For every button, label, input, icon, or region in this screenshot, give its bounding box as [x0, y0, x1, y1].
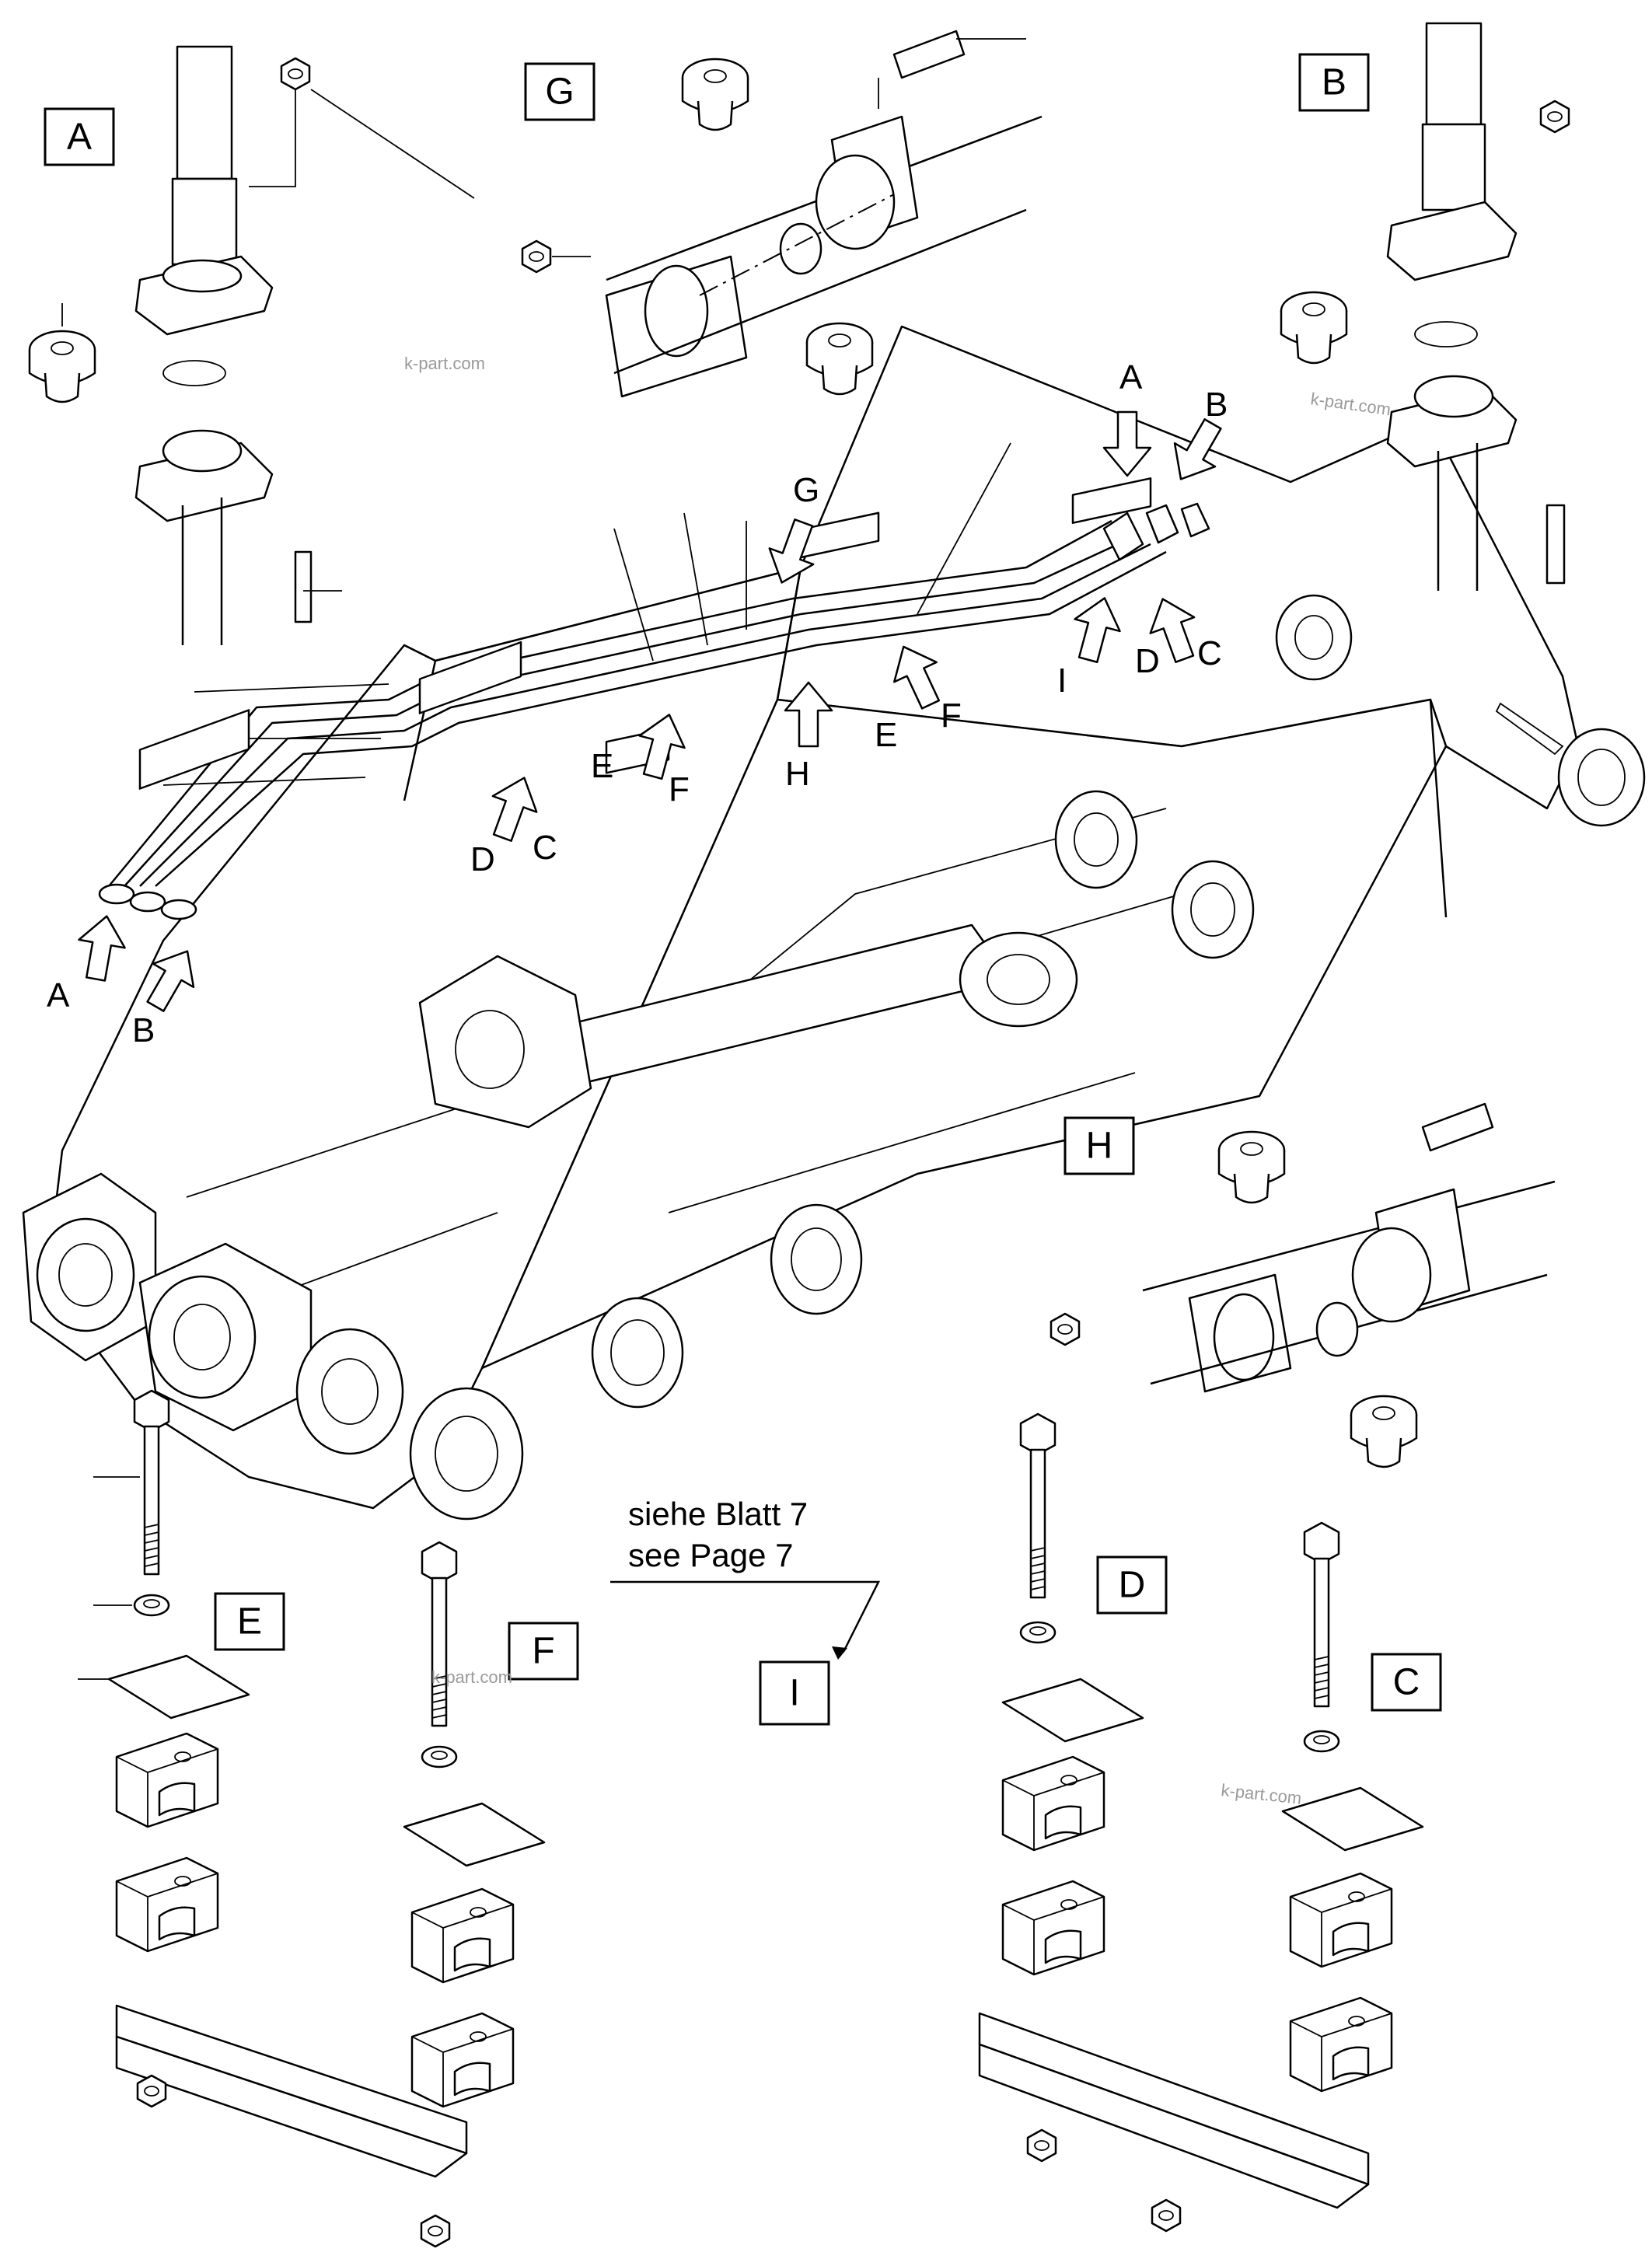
detail-f: F [403, 1541, 579, 2108]
detail-d: D [978, 1412, 1370, 2233]
detail-a: A [28, 45, 475, 645]
pointer-labels: A B G C D I E F H E F D C A B [47, 358, 1228, 1049]
pointer-e-mid: E [875, 716, 897, 754]
reference-note-line1: siehe Blatt 7 [628, 1496, 808, 1532]
pointer-d-right: D [1135, 642, 1160, 680]
detail-d-box [1096, 1555, 1168, 1615]
detail-f-box [508, 1622, 579, 1681]
detail-a-box [44, 107, 115, 166]
reference-note: siehe Blatt 7 see Page 7 [610, 1496, 881, 1660]
reference-note-line2: see Page 7 [628, 1537, 794, 1573]
rear-lug-3 [295, 1328, 404, 1455]
detail-b-label: B [1322, 62, 1346, 103]
pointer-a-top: A [1119, 358, 1143, 396]
detail-a-label: A [67, 117, 92, 158]
detail-h-box [1063, 1116, 1135, 1175]
detail-g: G [521, 30, 1043, 398]
pointer-g-top: G [793, 471, 819, 509]
watermark-2: k-part.com [1309, 389, 1392, 419]
detail-c-box [1371, 1653, 1442, 1712]
pointer-h-mid: H [785, 755, 810, 793]
detail-c-label: C [1393, 1662, 1420, 1703]
detail-i-box [759, 1660, 830, 1726]
detail-h: H [1050, 1102, 1556, 1468]
detail-e: E [78, 1389, 468, 2248]
detail-f-label: F [532, 1631, 554, 1672]
detail-c: C [1281, 1521, 1442, 2093]
pointer-f-left: F [669, 770, 690, 808]
detail-e-label: E [237, 1601, 262, 1643]
rear-lug-4 [409, 1387, 524, 1521]
rear-lug-2 [138, 1242, 313, 1432]
pointer-c-right: C [1197, 634, 1222, 672]
pointer-b-top: B [1205, 386, 1228, 424]
pointer-d-left: D [470, 840, 495, 878]
detail-b-box [1298, 53, 1370, 112]
watermark-4: k-part.com [1220, 1780, 1302, 1808]
pointer-f-mid: F [941, 697, 962, 735]
pointer-i-right: I [1057, 662, 1067, 700]
detail-g-label: G [545, 72, 574, 113]
pointer-a-left: A [47, 976, 70, 1014]
boom-assembly [22, 325, 1646, 1521]
watermark-1: k-part.com [404, 354, 485, 373]
pointer-e-left: E [591, 747, 613, 785]
detail-h-label: H [1086, 1126, 1113, 1167]
detail-i-label: I [789, 1673, 799, 1714]
rear-lug-1 [22, 1172, 157, 1362]
watermark-3: k-part.com [431, 1667, 512, 1687]
detail-i: I [759, 1660, 830, 1726]
detail-g-box [524, 62, 595, 121]
detail-e-box [214, 1592, 285, 1651]
detail-d-label: D [1119, 1565, 1146, 1606]
pointer-c-left: C [533, 829, 557, 867]
detail-b: B [1280, 22, 1570, 591]
pointer-b-left: B [132, 1011, 155, 1049]
